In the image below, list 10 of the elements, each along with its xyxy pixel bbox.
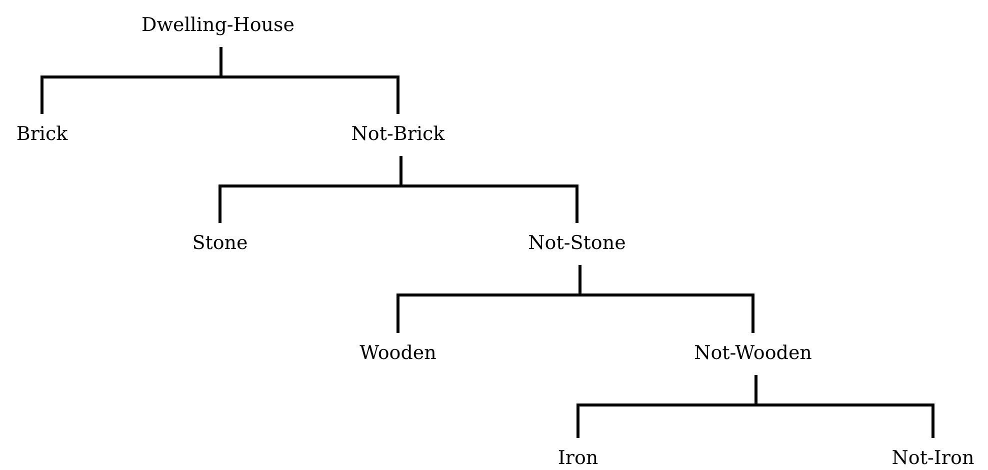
category-label: Not-Stone <box>528 231 626 255</box>
tree-connector <box>754 375 934 438</box>
category-label: Wooden <box>360 341 436 365</box>
category-label: Iron <box>558 446 598 470</box>
category-label: Not-Wooden <box>694 341 812 365</box>
category-label: Brick <box>16 122 68 146</box>
category-label: Not-Iron <box>892 446 974 470</box>
category-label: Not-Brick <box>351 122 445 146</box>
category-label: Dwelling-House <box>141 13 295 37</box>
category-label: Stone <box>192 231 248 255</box>
